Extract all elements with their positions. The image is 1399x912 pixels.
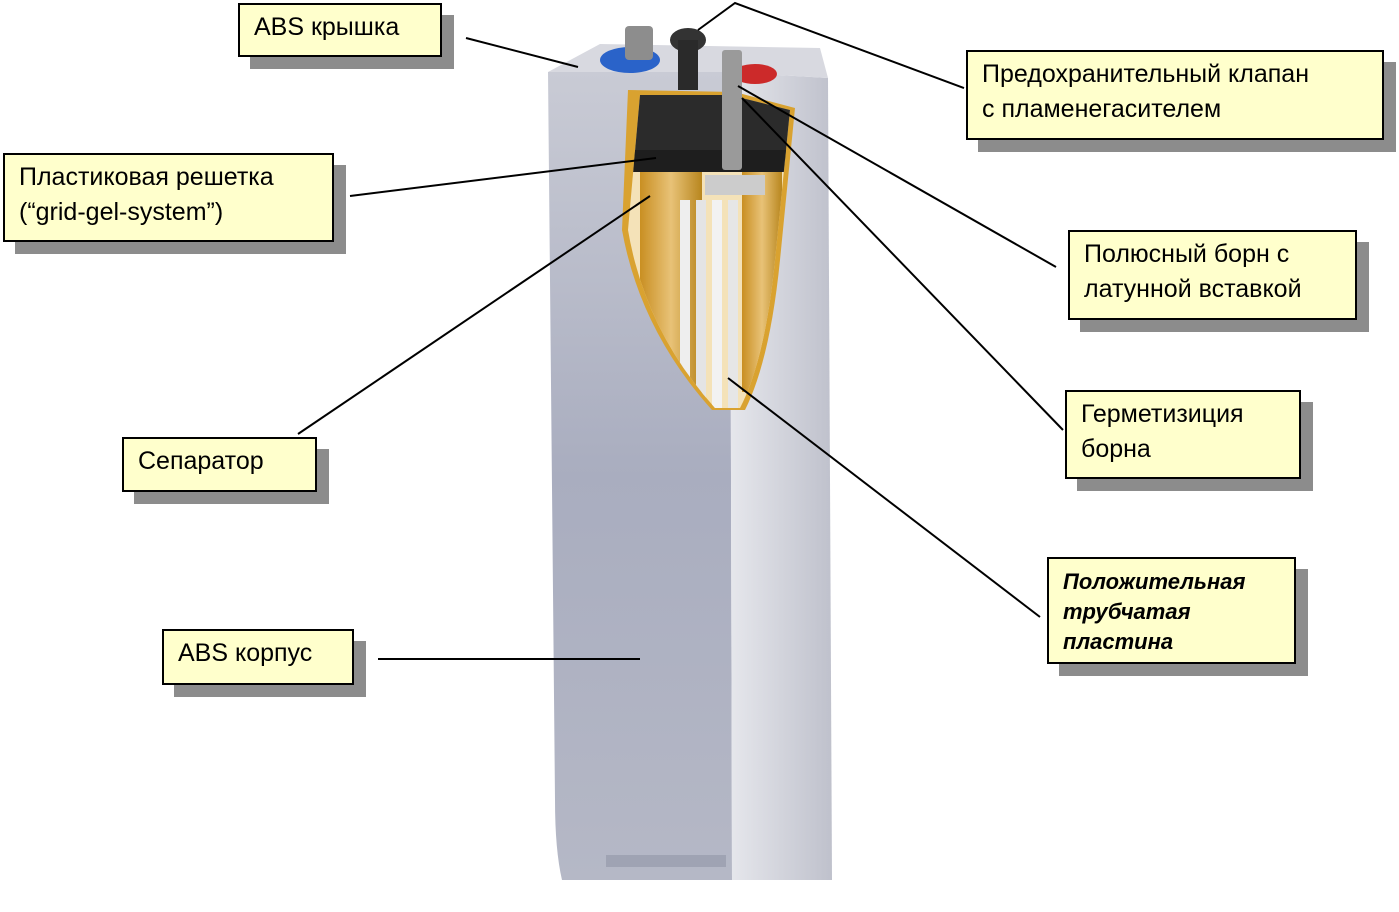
leader-separator [297,195,651,435]
label-safety-valve-line1: Предохранительный клапан [982,60,1310,88]
blue-terminal-post [625,26,653,60]
label-terminal-post: Полюсный борн с латунной вставкой [1068,230,1357,320]
cutaway-tube-4 [728,200,738,408]
label-positive-plate-line1: Положительная [1063,569,1246,594]
leader-positive-plate [727,377,1041,618]
label-separator: Сепаратор [122,437,317,492]
label-safety-valve: Предохранительный клапан с пламенегасите… [966,50,1384,140]
case-bottom [606,855,726,867]
label-positive-plate-line3: пластина [1063,629,1174,654]
leader-lines [297,1,1064,660]
cutaway-tube-2 [696,200,706,408]
cutaway-tube-1 [680,200,690,408]
label-post-seal: Герметизиция борна [1065,390,1301,479]
terminals [600,26,777,170]
valve-stem [678,40,698,90]
leader-safety-valve [697,1,965,89]
cutaway-bridge [705,175,765,195]
leader-abs-lid [465,37,579,68]
label-positive-plate-line2: трубчатая [1063,599,1191,624]
label-terminal-post-line1: Полюсный борн с [1084,240,1290,268]
leader-post-seal [741,97,1064,431]
label-positive-plate: Положительная трубчатая пластина [1047,557,1296,664]
cutaway-tube-3 [712,200,722,408]
leader-plastic-grid [349,157,657,197]
label-plastic-grid: Пластиковая решетка (“grid-gel-system”) [3,153,334,242]
red-terminal-post [722,50,742,170]
label-plastic-grid-line1: Пластиковая решетка [19,163,274,191]
red-terminal-ring [733,64,777,84]
label-post-seal-line2: борна [1081,435,1151,463]
label-safety-valve-line2: с пламенегасителем [982,95,1222,123]
label-abs-lid-line1: ABS крышка [254,13,400,41]
label-abs-lid: ABS крышка [238,3,442,57]
label-plastic-grid-line2: (“grid-gel-system”) [19,198,224,226]
label-abs-case: ABS корпус [162,629,354,685]
cutaway-grid-bar [630,150,790,172]
label-post-seal-line1: Герметизиция [1081,400,1244,428]
label-terminal-post-line2: латунной вставкой [1084,275,1302,303]
label-separator-line1: Сепаратор [138,447,264,475]
cutaway-dark-top [630,95,790,160]
label-abs-case-line1: ABS корпус [178,639,313,667]
cutaway [622,90,795,410]
leader-terminal-post [737,85,1057,268]
